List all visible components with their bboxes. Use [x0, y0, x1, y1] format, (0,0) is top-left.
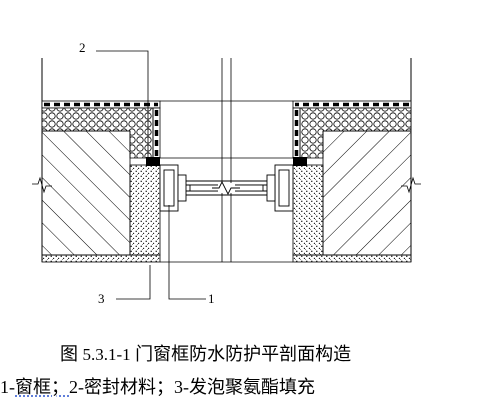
caption-number: 5.3.1-1 — [82, 345, 131, 364]
leader-1 — [168, 205, 206, 300]
label-2: 2 — [79, 40, 86, 55]
center-break-mark — [212, 180, 240, 196]
leader-2 — [96, 50, 149, 160]
window-frame — [159, 164, 294, 212]
legend-item2-num: 2- — [69, 377, 84, 397]
right-wall — [292, 100, 421, 263]
legend: 1-窗框；2-密封材料；3-发泡聚氨酯填充 — [0, 373, 315, 399]
caption-prefix: 图 — [60, 344, 78, 364]
legend-item1-num: 1- — [0, 377, 15, 397]
caption-title: 门窗框防水防护平剖面构造 — [135, 344, 352, 364]
label-3: 3 — [98, 291, 105, 306]
sealant-left — [146, 157, 160, 166]
legend-item2-text: 密封材料； — [84, 377, 174, 397]
legend-item1-text: 窗框； — [15, 377, 69, 397]
left-wall — [32, 100, 161, 263]
section-drawing: 2 3 1 — [32, 40, 421, 306]
label-1: 1 — [208, 291, 215, 306]
legend-item3-num: 3- — [174, 377, 189, 397]
legend-item3-text: 发泡聚氨酯填充 — [189, 377, 315, 397]
leader-3 — [116, 265, 151, 300]
figure-caption: 图 5.3.1-1 门窗框防水防护平剖面构造 — [60, 340, 351, 366]
